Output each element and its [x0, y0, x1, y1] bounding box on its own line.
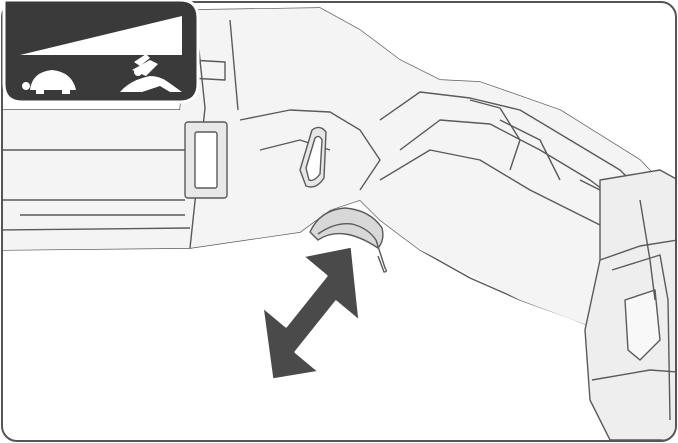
speed-ramp-icon — [20, 16, 182, 55]
double-arrow-icon — [260, 244, 362, 382]
tool-line-art — [3, 7, 675, 440]
speed-indicator-panel — [0, 0, 200, 104]
turtle-icon — [22, 70, 76, 94]
rabbit-icon — [120, 54, 182, 92]
